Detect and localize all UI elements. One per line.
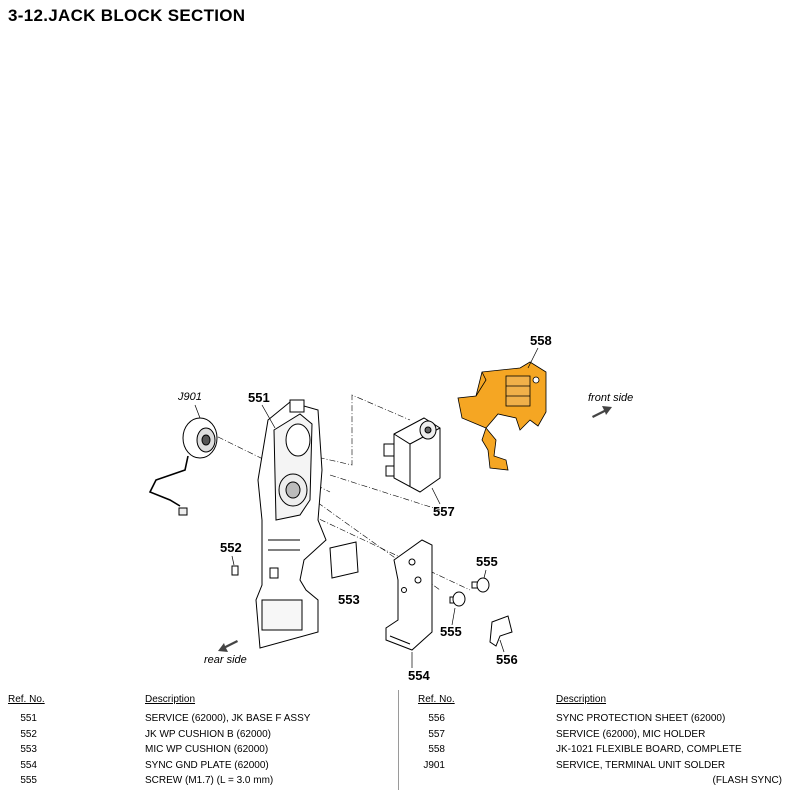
callout-555-b: 555: [440, 624, 462, 639]
description-header: Description: [556, 694, 607, 705]
part-description: SERVICE (62000), MIC HOLDER: [556, 728, 706, 740]
part-description: SYNC GND PLATE (62000): [145, 759, 269, 771]
front-side-label: front side: [588, 392, 633, 404]
callout-551: 551: [248, 390, 270, 405]
rear-side-label: rear side: [204, 654, 247, 666]
exploded-diagram: J901 551 552 553 554 555 555: [148, 333, 633, 683]
part-description: JK WP CUSHION B (62000): [145, 728, 271, 740]
ref-no: 554: [20, 759, 37, 771]
ref-no: 558: [428, 744, 445, 755]
ref-no: 556: [428, 713, 445, 724]
mic-holder: [383, 417, 441, 493]
part-description: SYNC PROTECTION SHEET (62000): [556, 713, 726, 724]
ref-no: 555: [20, 775, 37, 786]
rear-side-arrow-icon: [218, 640, 238, 652]
description-header: Description: [145, 694, 196, 705]
flash-sync-note: (FLASH SYNC): [712, 775, 782, 786]
page-title: 3-12.JACK BLOCK SECTION: [8, 6, 246, 25]
callout-553: 553: [338, 592, 360, 607]
callout-556: 556: [496, 652, 518, 667]
screw-b: [449, 591, 466, 607]
part-description: SERVICE, TERMINAL UNIT SOLDER: [556, 759, 726, 771]
sync-protection-sheet: [489, 615, 513, 647]
part-description: JK-1021 FLEXIBLE BOARD, COMPLETE: [556, 744, 742, 755]
ref-no: 552: [20, 728, 37, 740]
part-description: MIC WP CUSHION (62000): [145, 744, 269, 755]
ref-no-header: Ref. No.: [8, 694, 45, 705]
screw-a: [471, 577, 490, 593]
callout-552: 552: [220, 540, 242, 555]
jk-wp-cushion-b: [231, 565, 239, 576]
j901-label: J901: [177, 391, 202, 403]
front-side-arrow-icon: [592, 406, 612, 418]
table-divider: [398, 690, 399, 790]
callout-557: 557: [433, 504, 455, 519]
jk-base-frame: [255, 399, 327, 649]
j901-terminal-unit: [148, 417, 218, 516]
ref-no: 551: [20, 713, 37, 724]
flexible-board: [457, 361, 547, 471]
ref-no: 553: [20, 744, 37, 755]
part-description: SCREW (M1.7) (L = 3.0 mm): [145, 775, 274, 786]
parts-table-left: Ref. No. Description 551 SERVICE (62000)…: [0, 692, 400, 800]
callout-555-a: 555: [476, 554, 498, 569]
sync-gnd-plate: [385, 539, 433, 651]
callout-558: 558: [530, 333, 552, 348]
ref-no: 557: [428, 728, 445, 740]
ref-no: J901: [423, 759, 445, 771]
mic-wp-cushion: [329, 541, 359, 579]
part-description: SERVICE (62000), JK BASE F ASSY: [145, 713, 311, 724]
parts-table-right: Ref. No. Description 556 SYNC PROTECTION…: [410, 692, 800, 800]
callout-554: 554: [408, 668, 430, 683]
ref-no-header: Ref. No.: [418, 694, 455, 705]
